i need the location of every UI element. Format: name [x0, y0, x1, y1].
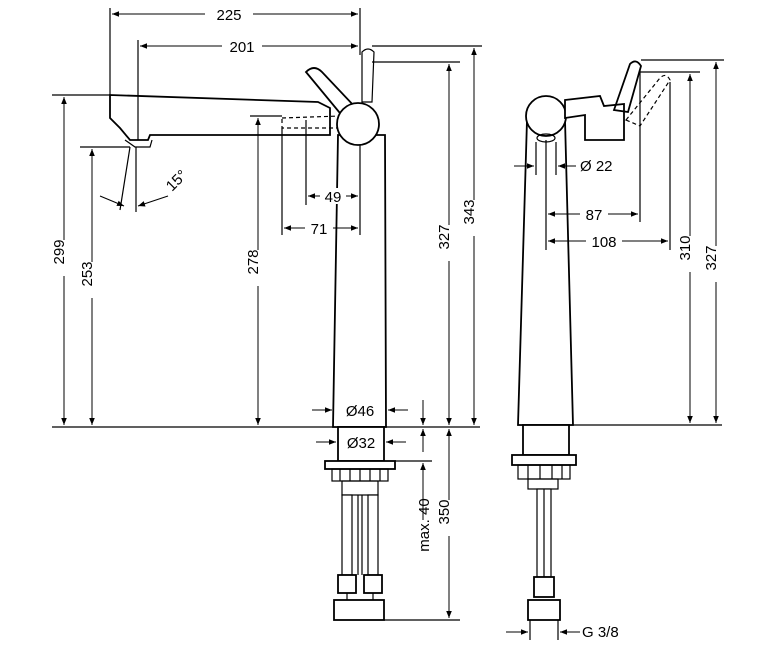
hose-fitting-left	[337, 574, 357, 594]
side-lever	[612, 60, 642, 114]
side-rod	[527, 478, 559, 490]
side-lever-alt	[625, 74, 671, 127]
dim-201: 201	[229, 39, 254, 56]
handle-alt-position	[281, 115, 341, 129]
side-shank	[522, 424, 570, 456]
mounting-flange	[324, 460, 396, 470]
dim-225: 225	[216, 7, 241, 24]
spout	[109, 94, 331, 141]
hose-left	[341, 494, 353, 576]
side-spout-head	[525, 95, 567, 137]
dim-thread: G 3/8	[582, 624, 619, 641]
threaded-rod	[341, 480, 379, 496]
hose-nuts	[333, 599, 385, 621]
front-view: 225 201 15° 49 71 299 253	[51, 5, 484, 621]
side-view: Ø 22 87 108 310 327 G 3/8	[506, 59, 726, 641]
side-hose-nut	[527, 599, 561, 621]
dim-49: 49	[325, 189, 342, 206]
dim-253: 253	[79, 261, 96, 286]
side-handle-block	[564, 95, 625, 141]
dim-side-327: 327	[703, 245, 720, 270]
hose-right	[367, 494, 379, 576]
dim-angle-15: 15°	[163, 167, 191, 195]
dim-327-front: 327	[436, 224, 453, 249]
dim-343: 343	[461, 199, 478, 224]
side-fitting	[533, 576, 555, 598]
hose-fitting-right	[363, 574, 383, 594]
dim-299: 299	[51, 239, 68, 264]
dim-71: 71	[311, 221, 328, 238]
dim-dia-32: Ø32	[347, 435, 375, 452]
handle-lever-up	[361, 48, 375, 103]
dim-max-40: max. 40	[416, 498, 433, 551]
side-flange	[511, 454, 577, 466]
dim-dia-46: Ø46	[346, 403, 374, 420]
aerator	[124, 139, 153, 148]
handle-hub	[336, 102, 380, 146]
dim-side-310: 310	[677, 235, 694, 260]
dim-side-87: 87	[586, 207, 603, 224]
handle-lever-back	[304, 67, 358, 120]
dim-278: 278	[245, 249, 262, 274]
dim-side-108: 108	[591, 234, 616, 251]
dim-side-dia-22: Ø 22	[580, 158, 613, 175]
dim-350: 350	[436, 499, 453, 524]
